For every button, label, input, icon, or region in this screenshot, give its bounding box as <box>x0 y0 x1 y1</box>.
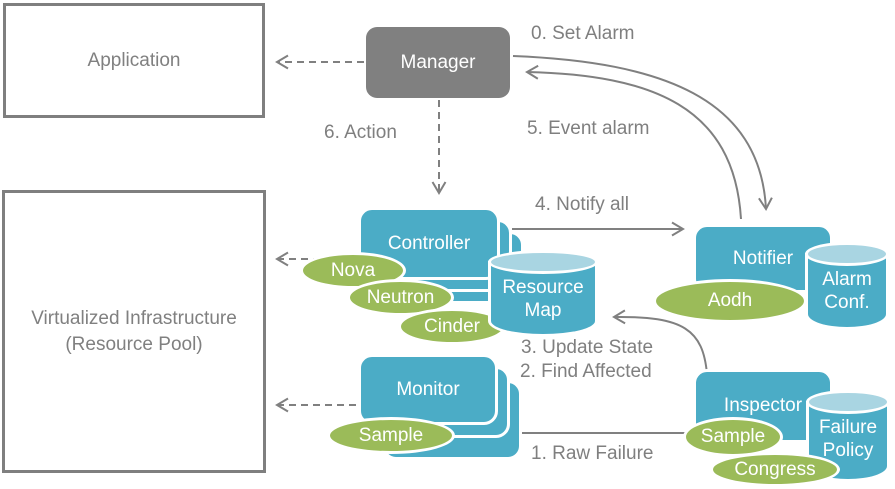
congress-label: Congress <box>734 458 816 480</box>
application-label: Application <box>87 49 181 71</box>
alarm-conf-label-line2: Conf. <box>824 292 870 313</box>
cylinder-body <box>805 253 889 330</box>
step-label-raw-failure: 1. Raw Failure <box>531 443 654 464</box>
virtualized-infrastructure-label-line2: (Resource Pool) <box>65 333 203 355</box>
arrow-update-state <box>612 309 708 375</box>
sample-inspector-ellipse: Sample <box>683 417 783 457</box>
controller-label: Controller <box>387 232 471 254</box>
resource-map-label: Resource Map <box>488 276 598 322</box>
monitor-node: Monitor <box>358 354 498 425</box>
cylinder-top <box>805 242 889 266</box>
manager-node: Manager <box>366 27 510 98</box>
alarm-conf-cylinder: Alarm Conf. <box>805 242 889 330</box>
nova-label: Nova <box>330 259 376 281</box>
notifier-label: Notifier <box>732 247 794 269</box>
step-label-set-alarm: 0. Set Alarm <box>531 23 635 44</box>
alarm-conf-label-line1: Alarm <box>822 269 872 290</box>
cylinder-top <box>806 390 890 414</box>
manager-label: Manager <box>400 51 476 73</box>
application-box: Application <box>3 3 265 118</box>
cinder-label: Cinder <box>424 315 480 337</box>
sample-inspector-label: Sample <box>700 426 766 447</box>
failure-policy-label-line2: Policy <box>822 440 874 461</box>
arrow-set-alarm <box>512 55 773 211</box>
arrow-event-alarm <box>525 64 742 220</box>
sample-monitor-ellipse: Sample <box>327 417 455 454</box>
resource-map-cylinder: Resource Map <box>488 250 598 337</box>
neutron-label: Neutron <box>366 286 435 308</box>
cylinder-top <box>488 250 598 274</box>
monitor-label: Monitor <box>396 378 460 400</box>
sample-monitor-label: Sample <box>358 424 424 446</box>
step-label-find-affected: 2. Find Affected <box>520 361 652 382</box>
alarm-conf-label: Alarm Conf. <box>805 268 889 314</box>
congress-ellipse: Congress <box>710 452 840 487</box>
inspector-label: Inspector <box>723 395 803 416</box>
step-label-notify-all: 4. Notify all <box>535 194 629 215</box>
failure-policy-label-line1: Failure <box>818 417 878 438</box>
failure-policy-label: Failure Policy <box>806 416 890 462</box>
aodh-ellipse: Aodh <box>653 279 807 323</box>
aodh-label: Aodh <box>707 290 753 311</box>
step-label-event-alarm: 5. Event alarm <box>527 118 650 139</box>
resource-map-label-line1: Resource <box>502 277 584 298</box>
virtualized-infrastructure-box: Virtualized Infrastructure (Resource Poo… <box>2 190 266 473</box>
virtualized-infrastructure-label-line1: Virtualized Infrastructure <box>31 307 237 329</box>
step-label-action: 6. Action <box>324 122 397 143</box>
resource-map-label-line2: Map <box>524 300 562 321</box>
step-label-update-state: 3. Update State <box>521 337 654 358</box>
